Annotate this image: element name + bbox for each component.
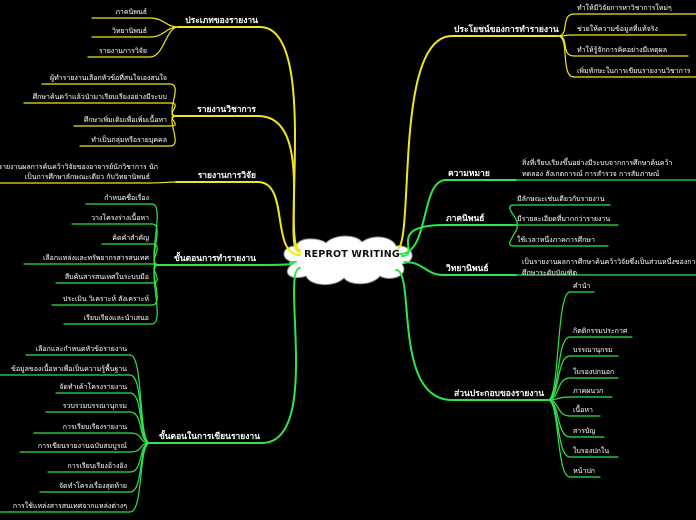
- components-connector: [395, 269, 453, 401]
- benefits-connector: [395, 35, 453, 251]
- research-connector: [257, 181, 301, 256]
- components-item-connector: [547, 336, 633, 401]
- root-topic[interactable]: REPROT WRITING: [304, 249, 400, 260]
- process-item[interactable]: เลือกแหล่งและทรัพยากรสารสนเทศ: [42, 254, 149, 262]
- academic-item[interactable]: ทำเป็นกลุ่มหรือรายบุคคล: [91, 136, 167, 144]
- process-item[interactable]: คิดคำสำคัญ: [112, 234, 149, 242]
- writing-item[interactable]: จัดทำเค้าโครงรายงาน: [59, 383, 127, 391]
- components-item[interactable]: คำนำ: [573, 282, 591, 290]
- components-item[interactable]: สารบัญ: [573, 427, 596, 435]
- benefits-item-connector: [557, 13, 696, 37]
- process-connector: [257, 261, 297, 266]
- process-item-connector: [23, 263, 159, 266]
- writing-item[interactable]: การเรียบเรียงอ้างอิง: [67, 462, 127, 470]
- components-item[interactable]: ภาคผนวก: [573, 387, 604, 395]
- meaning-title[interactable]: ความหมาย: [448, 169, 490, 179]
- academic-item[interactable]: ผู้ทำรายงานเลือกหัวข้อที่สนใจเองสนใจ: [49, 74, 167, 82]
- components-item-connector: [547, 377, 619, 401]
- thesis-desc-line-1[interactable]: เป็นรายงานผลการศึกษาค้นคว้าวิจัยซึ่งเป็น…: [522, 258, 696, 266]
- term_paper-item[interactable]: ใช้เวลาหนึ่งภาคการศึกษา: [517, 236, 595, 244]
- writing-item[interactable]: ข้อมูลของเนื้อหาเพื่อเป็นความรู้พื้นฐาน: [11, 365, 127, 373]
- process-item[interactable]: สืบค้นสารสนเทศในระบบมือ: [64, 273, 149, 281]
- benefits-item-connector: [557, 35, 696, 78]
- writing-item[interactable]: รวบรวมบรรณานุกรม: [62, 402, 127, 410]
- term_paper-title[interactable]: ภาคนิพนธ์: [446, 214, 485, 224]
- academic-item[interactable]: ศึกษาค้นคว้าแล้วนำมาเรียบเรียงอย่างมีระบ…: [32, 93, 167, 101]
- term_paper-item[interactable]: มีรายละเอียดที่มากกว่ารายงาน: [517, 215, 611, 223]
- term_paper-item-connector: [509, 204, 611, 226]
- benefits-item[interactable]: ทำให้รู้จักการคิดอย่างมีเหตุผล: [577, 46, 668, 54]
- writing-item-connector: [45, 411, 151, 444]
- writing-item-connector: [0, 442, 151, 513]
- components-item-connector: [547, 399, 601, 478]
- types-item[interactable]: ภาคนิพนธ์: [115, 8, 147, 16]
- writing-item[interactable]: เลือกและกำหนดหัวข้อรายงาน: [35, 345, 127, 353]
- components-item[interactable]: บรรณานุกรม: [573, 346, 613, 354]
- writing-title[interactable]: ขั้นตอนในการเขียนรายงาน: [158, 432, 260, 442]
- academic-item-connector: [79, 115, 177, 147]
- benefits-item[interactable]: ช่วยให้ความข้อมูลที่แท้จริง: [577, 25, 658, 33]
- writing-item[interactable]: จัดทำโครงเรื่องสุดท้าย: [58, 482, 127, 490]
- types-connector: [259, 26, 301, 251]
- components-item-connector: [547, 396, 613, 401]
- benefits-item[interactable]: ทำให้มีวิจัยการหาวิชาการใหม่ๆ: [577, 4, 672, 12]
- research-desc-line-1[interactable]: รายงานผลการค้นคว้าวิจัยของอาจารย์นักวิชา…: [0, 163, 158, 171]
- academic-connector: [257, 115, 301, 253]
- writing-item[interactable]: การเรียบเรียงรายงาน: [62, 423, 127, 431]
- components-title[interactable]: ส่วนประกอบของรายงาน: [454, 389, 545, 399]
- thesis-title[interactable]: วิทยานิพนธ์: [446, 264, 489, 274]
- term_paper-connector: [401, 224, 445, 257]
- components-item-connector: [547, 291, 595, 401]
- process-item[interactable]: เรียบเรียงและนำเสนอ: [83, 314, 149, 322]
- root-cloud-shape: [283, 235, 413, 285]
- meaning-desc-line-2[interactable]: ทดลอง สังเกตการณ์ การสำรวจ การสัมภาษณ์: [522, 170, 660, 178]
- research-title[interactable]: รายงานการวิจัย: [197, 171, 256, 181]
- types-item-connector: [87, 26, 179, 58]
- benefits-title[interactable]: ประโยชน์ของการทำรายงาน: [454, 25, 559, 35]
- types-item[interactable]: รายงานการวิจัย: [99, 47, 147, 55]
- academic-title[interactable]: รายงานวิชาการ: [197, 105, 256, 115]
- writing-item[interactable]: การใช้แหล่งสารสนเทศจากแหล่งต่างๆ: [12, 502, 127, 510]
- writing-item-connector: [33, 432, 151, 444]
- term_paper-item-connector: [509, 224, 609, 247]
- components-item[interactable]: ใบรองปกใน: [573, 447, 610, 455]
- components-item[interactable]: กิตติกรรมประกาศ: [573, 327, 628, 335]
- writing-item-connector: [55, 392, 151, 444]
- types-item-connector: [91, 17, 179, 28]
- components-item-connector: [547, 355, 619, 401]
- research-desc-connector: [0, 181, 177, 184]
- academic-item[interactable]: ศึกษาเพิ่มเติมเพื่อเพิ่มเนื้อหา: [83, 116, 167, 124]
- components-item[interactable]: หน้าปก: [573, 467, 596, 475]
- components-item[interactable]: เนื้อหา: [573, 406, 593, 414]
- thesis-desc-line-2[interactable]: ศึกษาระดับบัณฑิต: [522, 269, 578, 277]
- term_paper-item[interactable]: มีลักษณะเช่นเดียวกับรายงาน: [517, 195, 605, 203]
- thesis-connector: [403, 261, 445, 276]
- benefits-item-connector: [557, 34, 687, 37]
- research-desc-line-2[interactable]: เป็นการศึกษาลักษณะเดียว กับวิทยานิพนธ์: [24, 173, 150, 181]
- process-title[interactable]: ขั้นตอนการทำรายงาน: [174, 254, 256, 264]
- writing-connector: [261, 267, 301, 444]
- writing-item[interactable]: การเขียนรายงานฉบับสมบูรณ์: [37, 442, 127, 450]
- types-item[interactable]: วิทยานิพนธ์: [111, 27, 147, 35]
- process-item-connector: [63, 264, 159, 325]
- meaning-desc-line-1[interactable]: สิ่งที่เรียบเรียงขึ้นอย่างมีระบบจากการศึ…: [522, 159, 673, 167]
- types-title[interactable]: ประเภทของรายงาน: [185, 16, 258, 26]
- academic-item-connector: [41, 83, 177, 117]
- process-item[interactable]: วางโครงร่างเนื้อหา: [91, 214, 149, 222]
- academic-item-connector: [23, 102, 177, 117]
- components-item[interactable]: ใบรองปกนอก: [573, 368, 615, 376]
- process-item[interactable]: กำหนดชื่อเรื่อง: [104, 194, 149, 202]
- benefits-item[interactable]: เพิ่มทักษะในการเขียนรายงานวิชาการ: [577, 67, 691, 75]
- process-item[interactable]: ประเมิน วิเคราะห์ สังเคราะห์: [62, 295, 149, 303]
